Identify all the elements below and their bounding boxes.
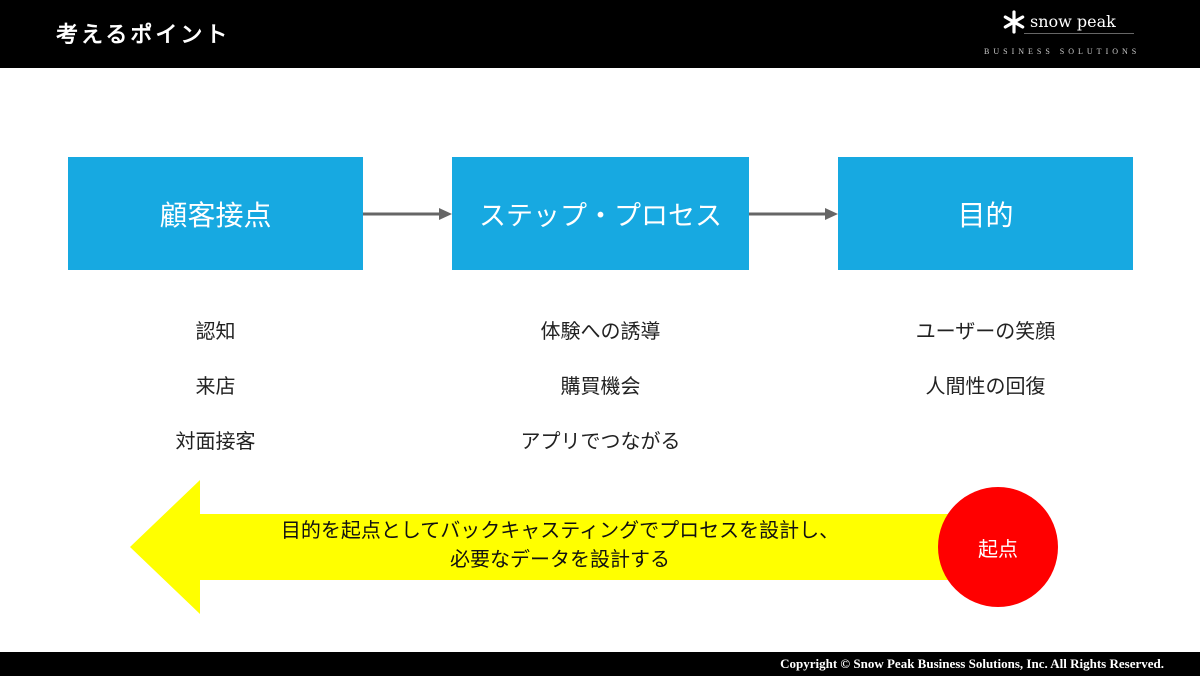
touchpoint-items: 認知 来店 対面接客 bbox=[68, 316, 363, 481]
list-item: ユーザーの笑顔 bbox=[915, 319, 1056, 343]
process-items: 体験への誘導 購買機会 アプリでつながる bbox=[452, 316, 749, 481]
snowflake-icon bbox=[1003, 10, 1025, 34]
list-item: 認知 bbox=[195, 319, 236, 343]
list-item: 購買機会 bbox=[560, 374, 641, 398]
logo-subtitle: BUSINESS SOLUTIONS bbox=[984, 47, 1141, 56]
list-item: 人間性の回復 bbox=[925, 374, 1046, 398]
list-item: 対面接客 bbox=[175, 429, 256, 453]
step-box-process: ステップ・プロセス bbox=[452, 157, 749, 270]
backcasting-arrow bbox=[130, 480, 960, 614]
origin-circle: 起点 bbox=[938, 487, 1058, 607]
list-item: アプリでつながる bbox=[520, 429, 681, 453]
footer-bar: Copyright © Snow Peak Business Solutions… bbox=[0, 652, 1200, 676]
company-logo: snow peak BUSINESS SOLUTIONS bbox=[984, 8, 1154, 60]
logo-divider bbox=[1024, 33, 1134, 34]
logo-name: snow peak bbox=[1030, 12, 1116, 31]
header-bar: 考えるポイント snow peak BUSINESS SOLUTIONS bbox=[0, 0, 1200, 68]
step-box-touchpoint: 顧客接点 bbox=[68, 157, 363, 270]
step-box-purpose: 目的 bbox=[838, 157, 1133, 270]
backcasting-line-2: 必要なデータを設計する bbox=[450, 547, 670, 571]
page-title: 考えるポイント bbox=[56, 23, 231, 48]
backcasting-text: 目的を起点としてバックキャスティングでプロセスを設計し、 必要なデータを設計する bbox=[220, 516, 900, 574]
purpose-items: ユーザーの笑顔 人間性の回復 bbox=[838, 316, 1133, 426]
connector-arrow-2 bbox=[749, 208, 838, 220]
backcasting-line-1: 目的を起点としてバックキャスティングでプロセスを設計し、 bbox=[280, 518, 840, 542]
list-item: 体験への誘導 bbox=[540, 319, 661, 343]
list-item: 来店 bbox=[195, 374, 236, 398]
copyright-text: Copyright © Snow Peak Business Solutions… bbox=[780, 656, 1164, 671]
connector-arrow-1 bbox=[363, 208, 452, 220]
